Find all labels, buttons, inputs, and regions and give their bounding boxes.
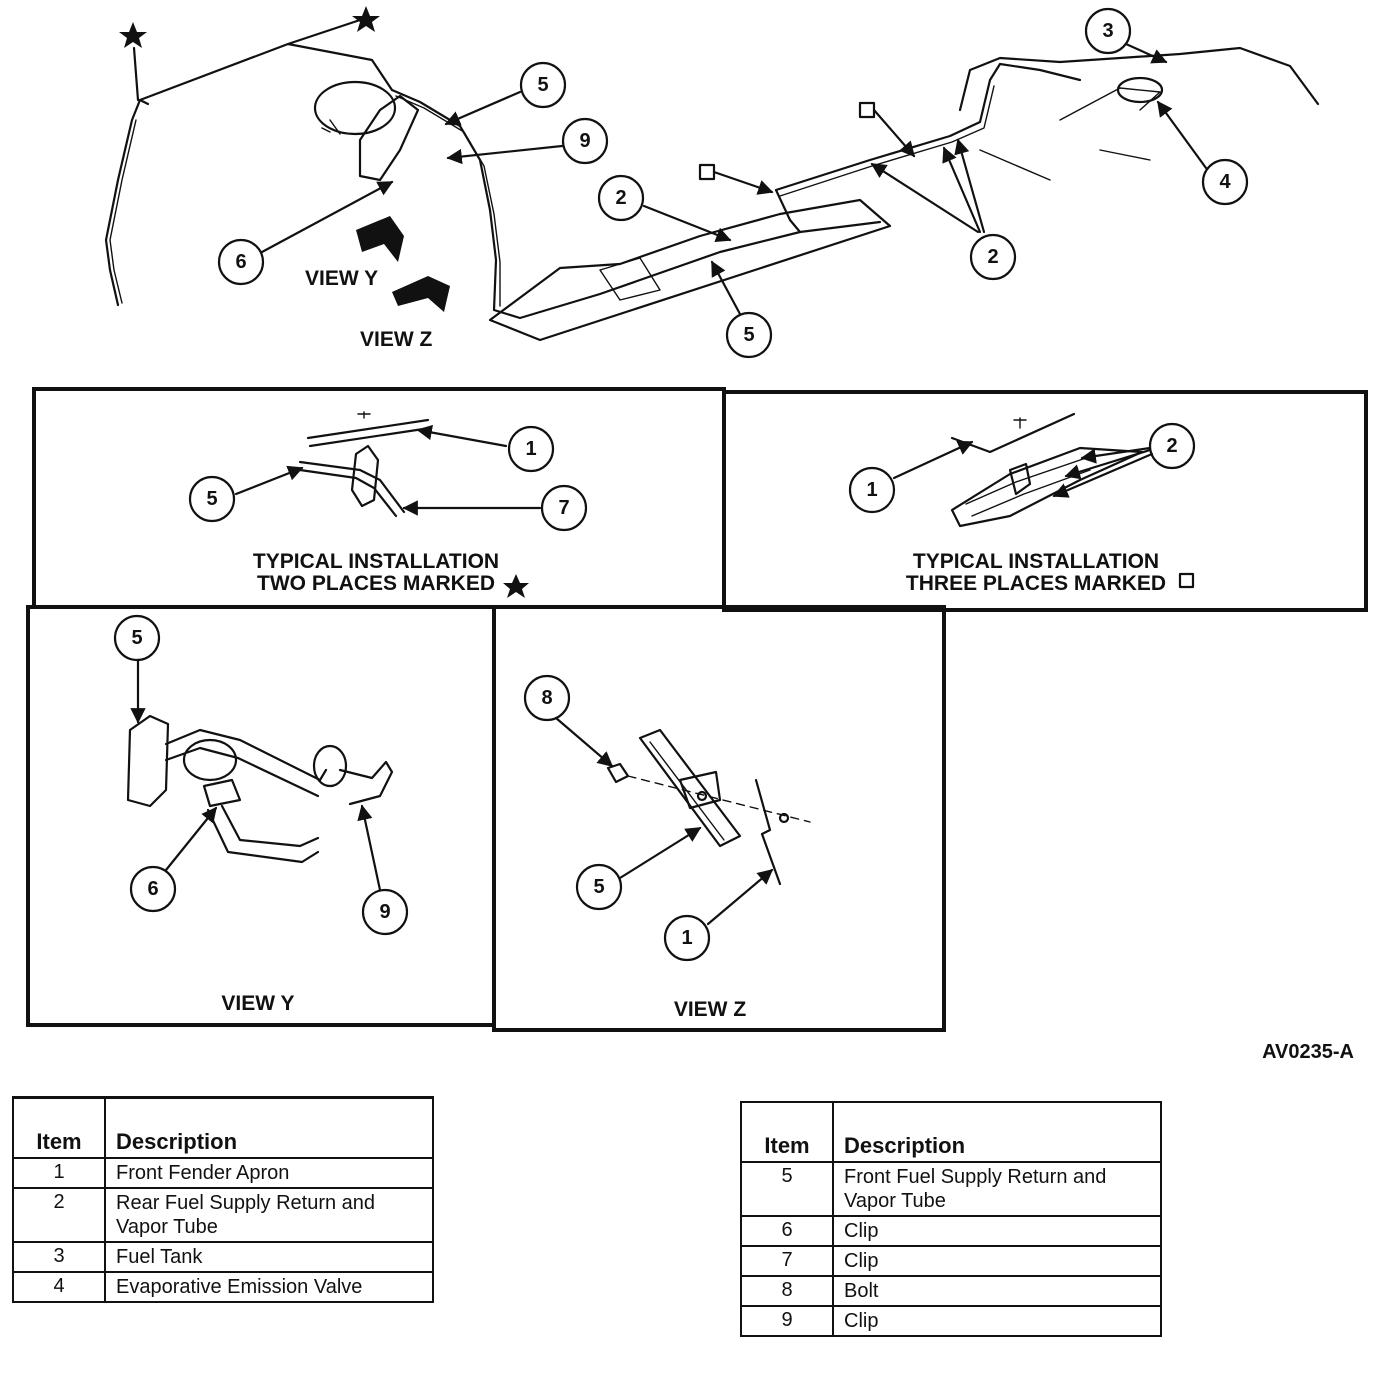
legend-item-description: Front Fender Apron <box>104 1157 434 1189</box>
svg-text:2: 2 <box>1166 435 1177 457</box>
callout-bubble: 1 <box>507 425 555 473</box>
table-row: 8 Bolt <box>740 1275 1162 1307</box>
view-y-arrow-icon <box>356 216 404 262</box>
legend-item-number: 6 <box>740 1215 834 1247</box>
table-row: 7 Clip <box>740 1245 1162 1277</box>
svg-text:2: 2 <box>987 246 998 268</box>
svg-text:3: 3 <box>1102 20 1113 42</box>
table-row: 3 Fuel Tank <box>12 1241 434 1273</box>
panel-star-caption-line1: TYPICAL INSTALLATION <box>253 550 499 573</box>
legend-item-number: 7 <box>740 1245 834 1277</box>
legend-item-number: 9 <box>740 1305 834 1337</box>
legend-item-description: Evaporative Emission Valve <box>104 1271 434 1303</box>
legend-header-item: Item <box>12 1096 106 1159</box>
svg-text:9: 9 <box>579 130 590 152</box>
legend-item-number: 4 <box>12 1271 106 1303</box>
callout-bubble: 9 <box>361 888 409 936</box>
view-z-arrow-icon <box>392 276 450 312</box>
svg-text:2: 2 <box>615 187 626 209</box>
table-row: 6 Clip <box>740 1215 1162 1247</box>
legend-item-number: 1 <box>12 1157 106 1189</box>
callout-bubble: 2 <box>597 174 645 222</box>
legend-item-description: Clip <box>832 1305 1162 1337</box>
panel-view-z-caption: VIEW Z <box>674 998 747 1021</box>
legend-item-description: Front Fuel Supply Return and Vapor Tube <box>832 1161 1162 1217</box>
legend-item-number: 2 <box>12 1187 106 1243</box>
legend-header-description: Description <box>104 1096 434 1159</box>
panel-view-z: 8 5 1 VIEW Z <box>492 605 946 1032</box>
panel-star-caption-line2: TWO PLACES MARKED <box>257 572 495 595</box>
panel-three-places-square: 1 2 TYPICAL INSTALLATION THREE PLACES MA… <box>722 390 1368 612</box>
svg-text:5: 5 <box>206 488 217 510</box>
callout-bubble: 2 <box>1148 422 1196 470</box>
callout-bubble: 5 <box>188 475 236 523</box>
square-marker-icon <box>698 163 716 181</box>
svg-text:5: 5 <box>593 876 604 898</box>
callout-bubble: 5 <box>519 61 567 109</box>
callout-bubble: 8 <box>523 674 571 722</box>
legend-item-description: Fuel Tank <box>104 1241 434 1273</box>
panel-square-caption-line2: THREE PLACES MARKED <box>906 572 1166 595</box>
callout-bubble: 3 <box>1084 7 1132 55</box>
legend-header-description: Description <box>832 1101 1162 1163</box>
star-marker-icon <box>119 22 147 48</box>
svg-text:5: 5 <box>131 627 142 649</box>
callout-bubble: 9 <box>561 117 609 165</box>
svg-text:9: 9 <box>379 901 390 923</box>
star-marker-icon <box>352 6 380 32</box>
panel-view-y: 5 6 9 VIEW Y <box>26 605 496 1027</box>
panel-two-places-star: 1 5 7 TYPICAL INSTALLATION TWO PLACES MA… <box>32 387 726 609</box>
table-row: 9 Clip <box>740 1305 1162 1337</box>
table-row: 4 Evaporative Emission Valve <box>12 1271 434 1303</box>
svg-text:5: 5 <box>537 74 548 96</box>
legend-item-number: 3 <box>12 1241 106 1273</box>
svg-text:1: 1 <box>866 479 877 501</box>
svg-text:6: 6 <box>235 251 246 273</box>
main-overview: VIEW Y VIEW Z 5 9 6 2 5 2 3 4 <box>104 6 1320 359</box>
legend-item-number: 8 <box>740 1275 834 1307</box>
legend-table-right: Item Description 5 Front Fuel Supply Ret… <box>740 1101 1162 1337</box>
view-y-label: VIEW Y <box>305 267 378 290</box>
panel-view-y-caption: VIEW Y <box>221 992 294 1015</box>
star-marker-icon <box>503 574 529 598</box>
figure-id: AV0235-A <box>1262 1041 1354 1063</box>
view-z-label: VIEW Z <box>360 328 433 351</box>
svg-text:7: 7 <box>558 497 569 519</box>
svg-text:1: 1 <box>681 927 692 949</box>
legend-item-description: Rear Fuel Supply Return and Vapor Tube <box>104 1187 434 1243</box>
svg-text:1: 1 <box>525 438 536 460</box>
callout-bubble: 5 <box>725 311 773 359</box>
legend-item-description: Bolt <box>832 1275 1162 1307</box>
callout-bubble: 1 <box>848 466 896 514</box>
callout-bubble: 6 <box>217 238 265 286</box>
square-marker-icon <box>858 101 876 119</box>
callout-bubble: 5 <box>575 863 623 911</box>
legend-item-description: Clip <box>832 1245 1162 1277</box>
callout-bubble: 6 <box>129 865 177 913</box>
svg-text:6: 6 <box>147 878 158 900</box>
legend-header-item: Item <box>740 1101 834 1163</box>
table-row: 2 Rear Fuel Supply Return and Vapor Tube <box>12 1187 434 1243</box>
callout-bubble: 7 <box>540 484 588 532</box>
legend-table-left: Item Description 1 Front Fender Apron 2 … <box>12 1096 434 1303</box>
callout-bubble: 5 <box>113 614 161 662</box>
square-marker-icon <box>1178 572 1195 589</box>
svg-text:4: 4 <box>1219 171 1231 193</box>
panel-square-caption-line1: TYPICAL INSTALLATION <box>913 550 1159 573</box>
callout-bubble: 1 <box>663 914 711 962</box>
legend-item-description: Clip <box>832 1215 1162 1247</box>
legend-item-number: 5 <box>740 1161 834 1217</box>
svg-text:8: 8 <box>541 687 552 709</box>
table-row: 1 Front Fender Apron <box>12 1157 434 1189</box>
svg-text:5: 5 <box>743 324 754 346</box>
callout-bubble: 2 <box>969 233 1017 281</box>
table-row: 5 Front Fuel Supply Return and Vapor Tub… <box>740 1161 1162 1217</box>
callout-bubble: 4 <box>1201 158 1249 206</box>
